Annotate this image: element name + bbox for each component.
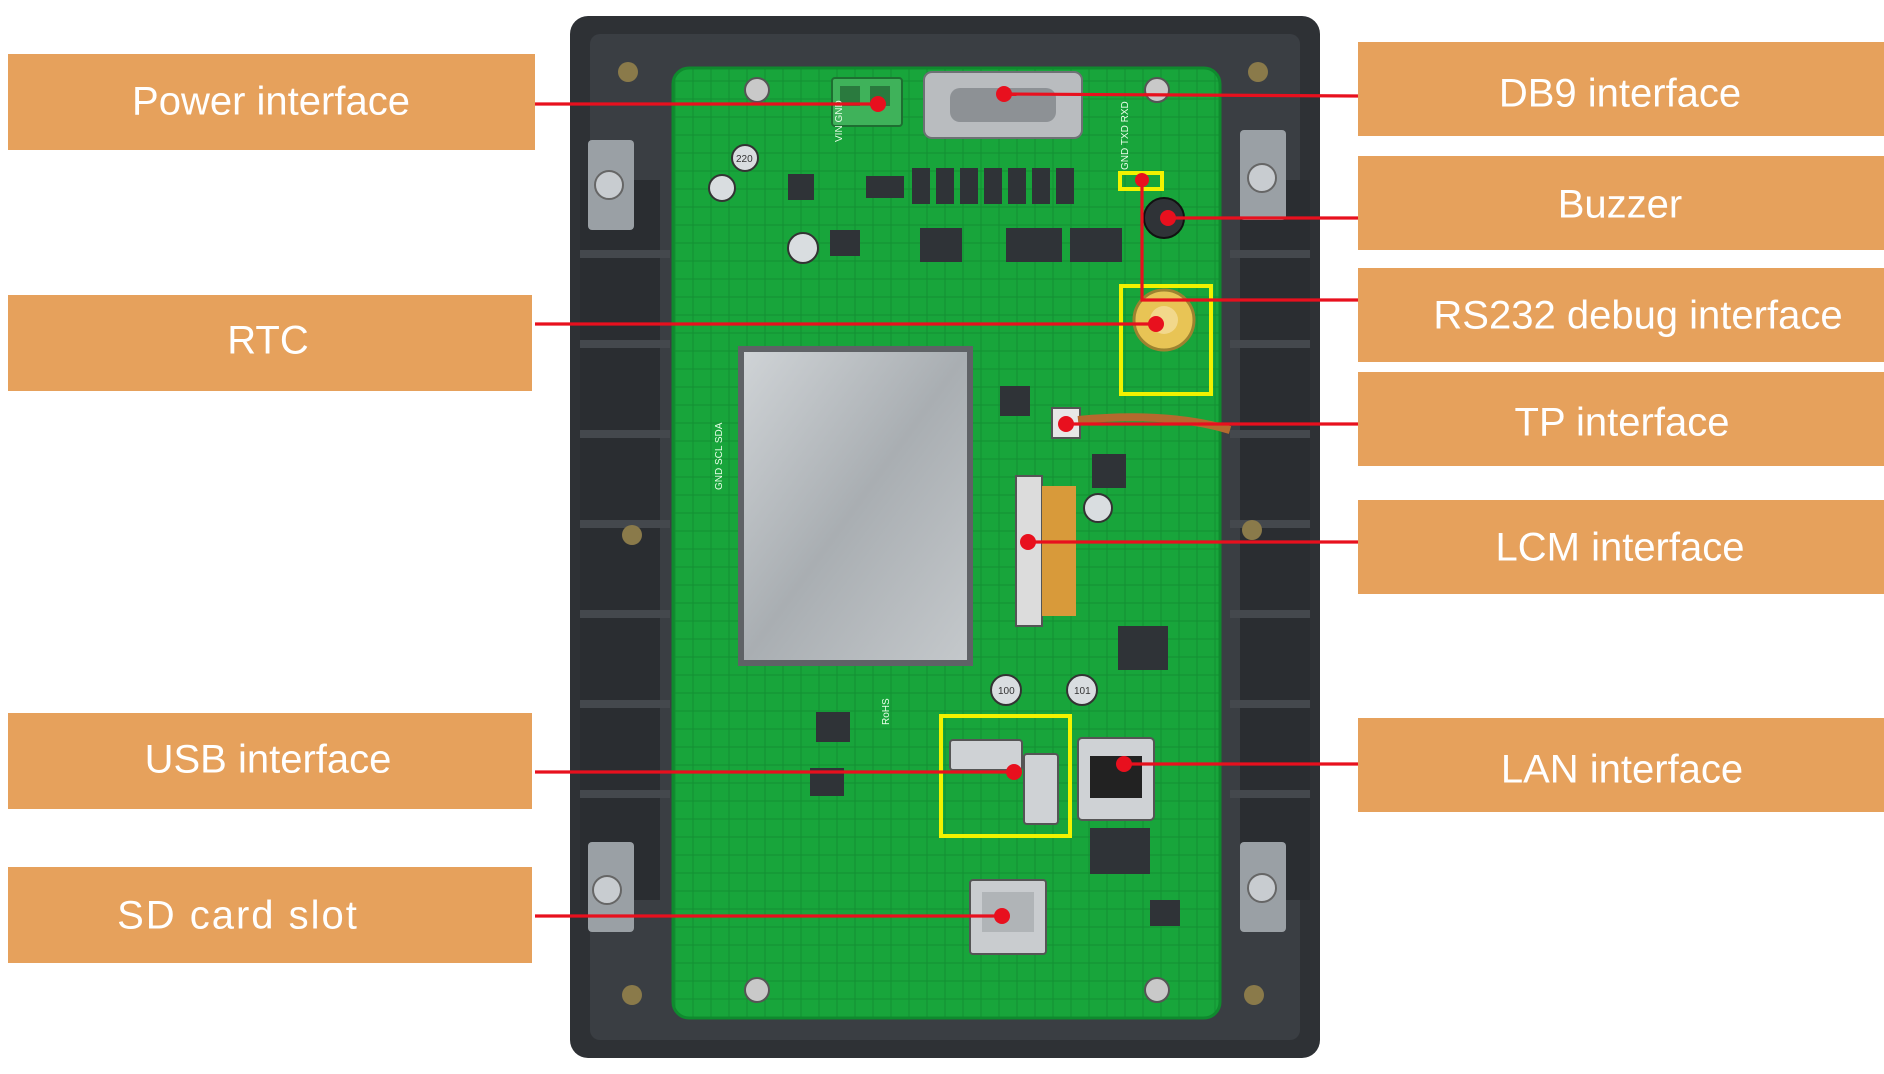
label-usb-text: USB interface [145,738,392,782]
dot-tp [1058,416,1074,432]
silkscreen: RoHS VIN GND GND TXD RXD GND SCL SDA 220… [714,100,1131,725]
label-lcm: LCM interface [1358,500,1884,594]
label-lcm-text: LCM interface [1496,526,1745,570]
shield-can [738,346,973,666]
silk-cap2: 100 [998,686,1015,697]
label-sd-text: SD card slot [117,894,359,938]
silk-txd: GND TXD RXD [1120,101,1131,170]
dot-power [870,96,886,112]
silk-vin: VIN GND [834,100,845,142]
dot-sd [994,908,1010,924]
label-rtc-text: RTC [227,319,308,363]
dot-db9 [996,86,1012,102]
dot-buzzer [1160,210,1176,226]
label-lan-text: LAN interface [1501,748,1743,792]
label-power: Power interface [8,54,535,150]
label-buzzer: Buzzer [1358,156,1884,250]
dot-rtc [1148,316,1164,332]
label-tp-text: TP interface [1515,401,1730,445]
silk-gnd-scl: GND SCL SDA [714,422,725,490]
leader-rs232 [1140,180,1358,302]
dot-usb [1006,764,1022,780]
label-power-text: Power interface [132,80,410,124]
label-db9-text: DB9 interface [1499,72,1741,116]
leader-lines [535,92,1359,918]
label-db9: DB9 interface [1358,42,1884,136]
label-buzzer-text: Buzzer [1558,183,1683,227]
highlight-rtc [1119,284,1213,396]
silk-cap1: 220 [736,154,753,165]
dot-lan [1116,756,1132,772]
highlight-usb [939,714,1072,838]
highlight-boxes [939,171,1213,838]
silk-rohs: RoHS [881,698,892,725]
label-lan: LAN interface [1358,718,1884,812]
leader-dots [870,86,1176,924]
label-rs232: RS232 debug interface [1358,268,1884,362]
leader-db9 [1003,92,1359,98]
label-tp: TP interface [1358,372,1884,466]
label-sd: SD card slot [8,867,532,963]
label-rs232-text: RS232 debug interface [1433,294,1842,338]
dot-lcm [1020,534,1036,550]
dot-rs232 [1135,173,1149,187]
label-usb: USB interface [8,713,532,809]
silk-cap3: 101 [1074,686,1091,697]
label-rtc: RTC [8,295,532,391]
